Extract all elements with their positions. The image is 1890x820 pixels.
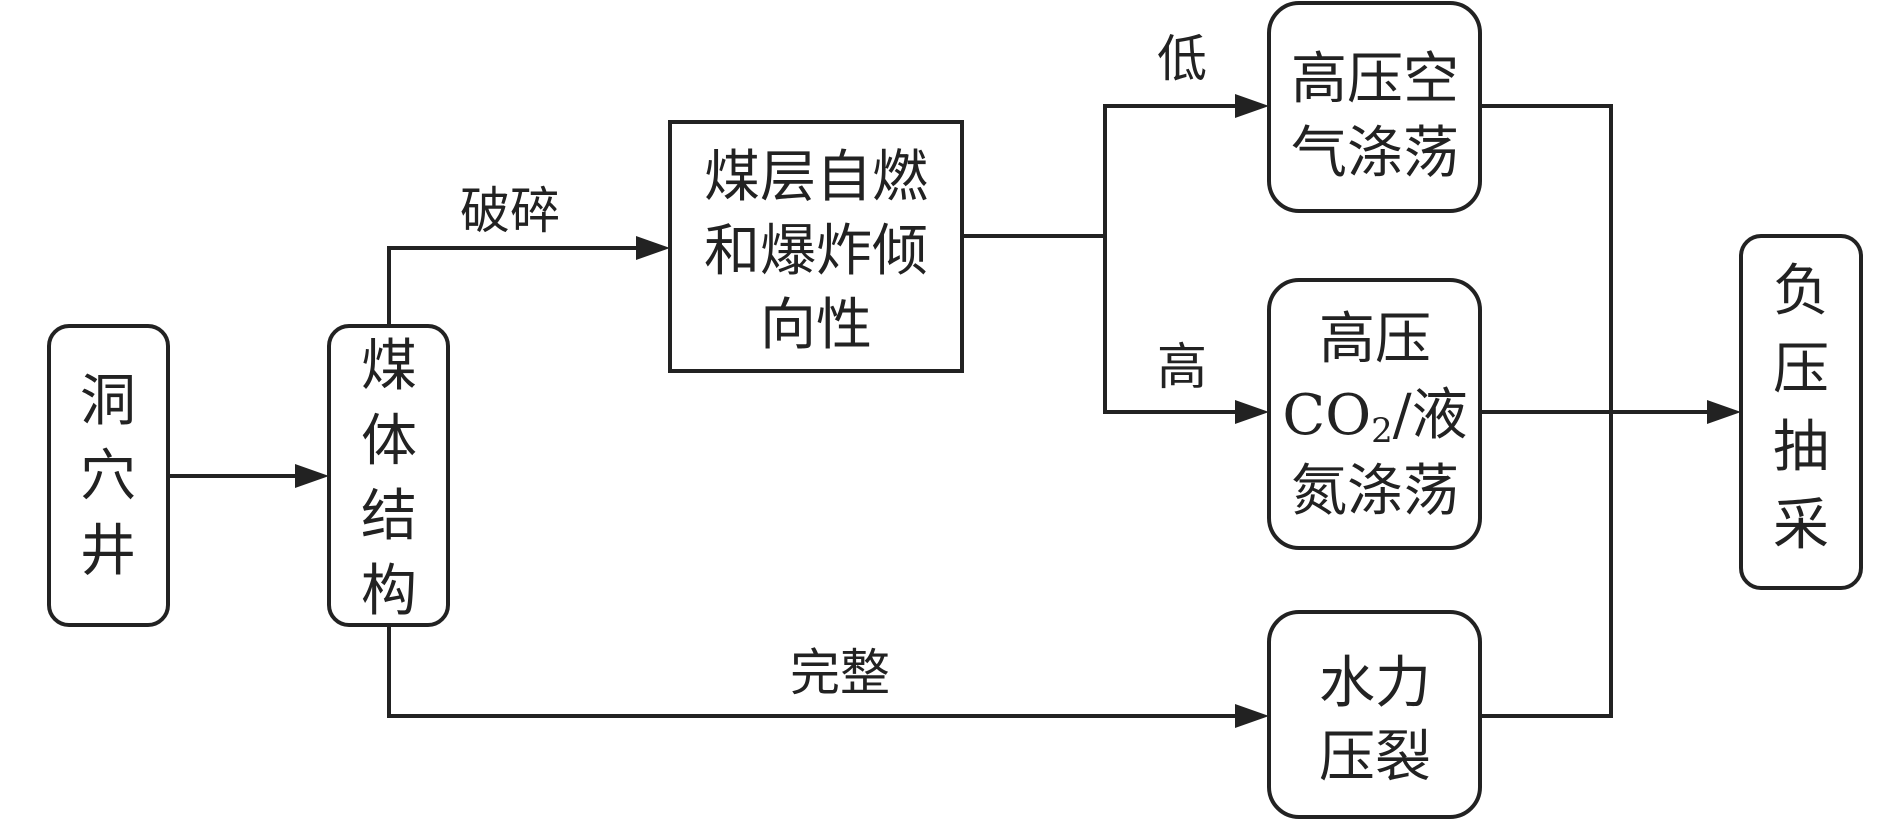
node-text: 水力 [1319, 651, 1431, 716]
node-text: CO2/液 [1282, 383, 1467, 451]
node-text: 穴 [80, 444, 136, 509]
edge-label-intact: 完整 [790, 644, 890, 702]
node-text: 煤层自燃 [704, 145, 928, 210]
node-spontaneous-combustion: 煤层自燃 和爆炸倾 向性 [668, 120, 964, 373]
arrowhead [1235, 94, 1269, 118]
edge-intact [387, 625, 1240, 718]
node-text: 和爆炸倾 [704, 219, 928, 284]
arrowhead [636, 236, 670, 260]
node-text: 抽 [1773, 415, 1829, 480]
edge-label-high: 高 [1157, 338, 1207, 396]
node-text: 煤 [361, 334, 417, 399]
node-coal-structure: 煤 体 结 构 [327, 324, 450, 627]
edge-label-broken: 破碎 [460, 182, 560, 240]
node-hydraulic-fracturing: 水力 压裂 [1267, 610, 1482, 819]
node-text: 井 [80, 519, 136, 584]
node-text: 气涤荡 [1291, 121, 1459, 186]
node-text: 压 [1773, 337, 1829, 402]
node-cave-well: 洞 穴 井 [47, 324, 170, 627]
node-text: 结 [361, 484, 417, 549]
node-text: 高压空 [1291, 47, 1459, 112]
edge-label-low: 低 [1157, 30, 1207, 88]
node-co2-flushing: 高压 CO2/液 氮涤荡 [1267, 278, 1482, 550]
node-air-flushing: 高压空 气涤荡 [1267, 1, 1482, 213]
node-text: 压裂 [1319, 725, 1431, 790]
arrowhead [295, 464, 329, 488]
arrowhead [1235, 704, 1269, 728]
edge-branch [1103, 104, 1240, 414]
edge-broken [387, 246, 640, 326]
node-text: 采 [1773, 493, 1829, 558]
node-text: 向性 [760, 293, 872, 358]
node-text: 体 [361, 409, 417, 474]
node-text: 氮涤荡 [1291, 459, 1459, 524]
node-text: 洞 [80, 369, 136, 434]
node-text: 构 [361, 559, 417, 624]
arrowhead [1707, 400, 1741, 424]
node-negative-pressure: 负 压 抽 采 [1739, 234, 1863, 590]
connectors [168, 94, 1741, 728]
arrowhead [1235, 400, 1269, 424]
node-text: 负 [1773, 259, 1829, 324]
node-text: 高压 [1319, 307, 1431, 372]
